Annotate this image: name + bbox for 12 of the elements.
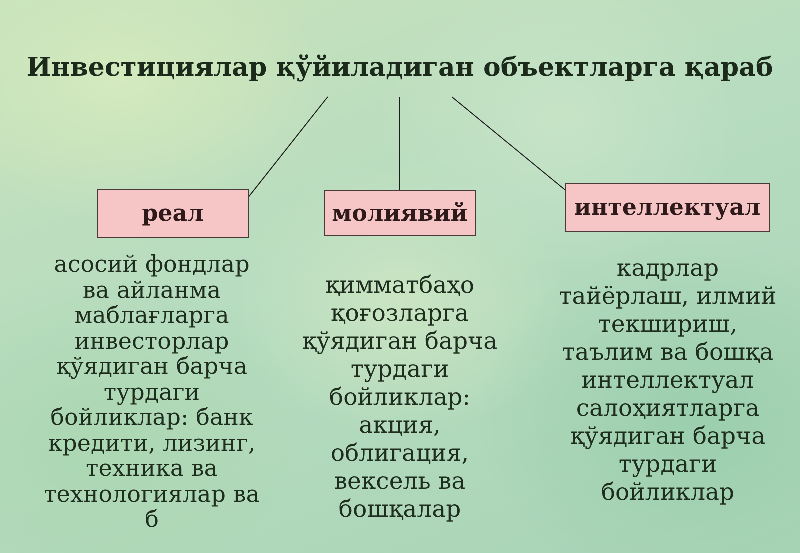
category-box bbox=[324, 190, 476, 236]
description-text: кадрлар тайёрлаш, илмий текшириш, таълим ва бошқа интеллектуал салоҳиятларга қўядиган барча турдаги бойликлар bbox=[558, 254, 778, 506]
category-label: интеллектуал bbox=[574, 194, 761, 221]
heading-text: Инвестициялар қўйиладиган объектларга қараб bbox=[6, 52, 794, 97]
description-text: асосий фондлар ва айланма маблағларга инвесторлар қўядиган барча турдаги бойликлар: банк кредити, лизинг, техника ва технологиялар ва б bbox=[43, 253, 261, 534]
connector-line bbox=[452, 96, 566, 190]
category-label: молиявий bbox=[332, 200, 468, 226]
category-box bbox=[565, 183, 770, 232]
connector-line bbox=[248, 96, 328, 198]
category-box bbox=[97, 189, 249, 238]
description-text: қимматбаҳо қоғозларга қўядиган барча турдаги бойликлар: акция, облигация, вексель ва бошқалар bbox=[301, 271, 499, 523]
category-label: реал bbox=[142, 200, 204, 227]
